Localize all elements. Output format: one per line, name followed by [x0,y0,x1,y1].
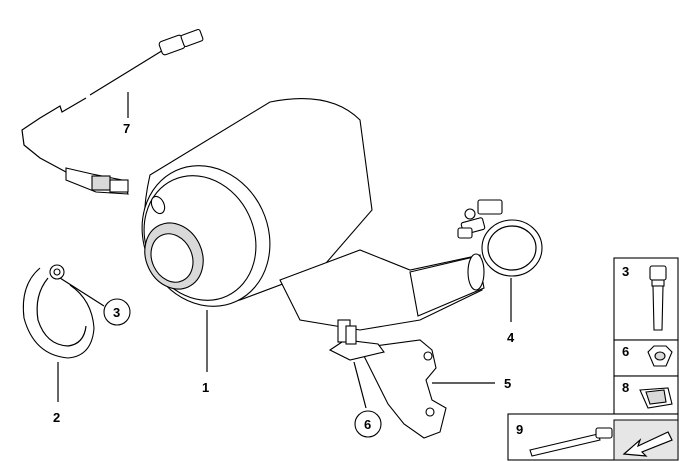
callout-2: 2 [53,410,60,425]
callout-1: 1 [202,380,209,395]
callout-3: 3 [113,305,120,320]
clip-nut-icon [639,387,673,409]
leader-3 [59,277,105,307]
leader-6 [353,361,367,409]
legend-label-3: 3 [622,264,629,279]
legend-label-6: 6 [622,344,629,359]
cable-tie-icon [529,427,613,457]
callout-4: 4 [507,330,515,345]
legend-cell-3 [613,257,679,341]
legend-label-9: 9 [516,422,523,437]
nut-icon [647,345,673,367]
callout-5: 5 [504,376,511,391]
callout-7: 7 [123,121,130,136]
arrow-icon [613,419,679,461]
oxygen-sensor [21,28,204,195]
catalytic-converter [141,98,485,331]
bolt-icon [649,265,667,331]
callout-6: 6 [364,417,371,432]
callout-3-circle [103,298,131,326]
bracket [359,339,447,439]
legend-label-8: 8 [622,380,629,395]
exhaust-clamp [22,264,95,359]
callout-6-circle [354,410,382,438]
mount [328,319,385,361]
pipe-clamp [457,199,543,277]
